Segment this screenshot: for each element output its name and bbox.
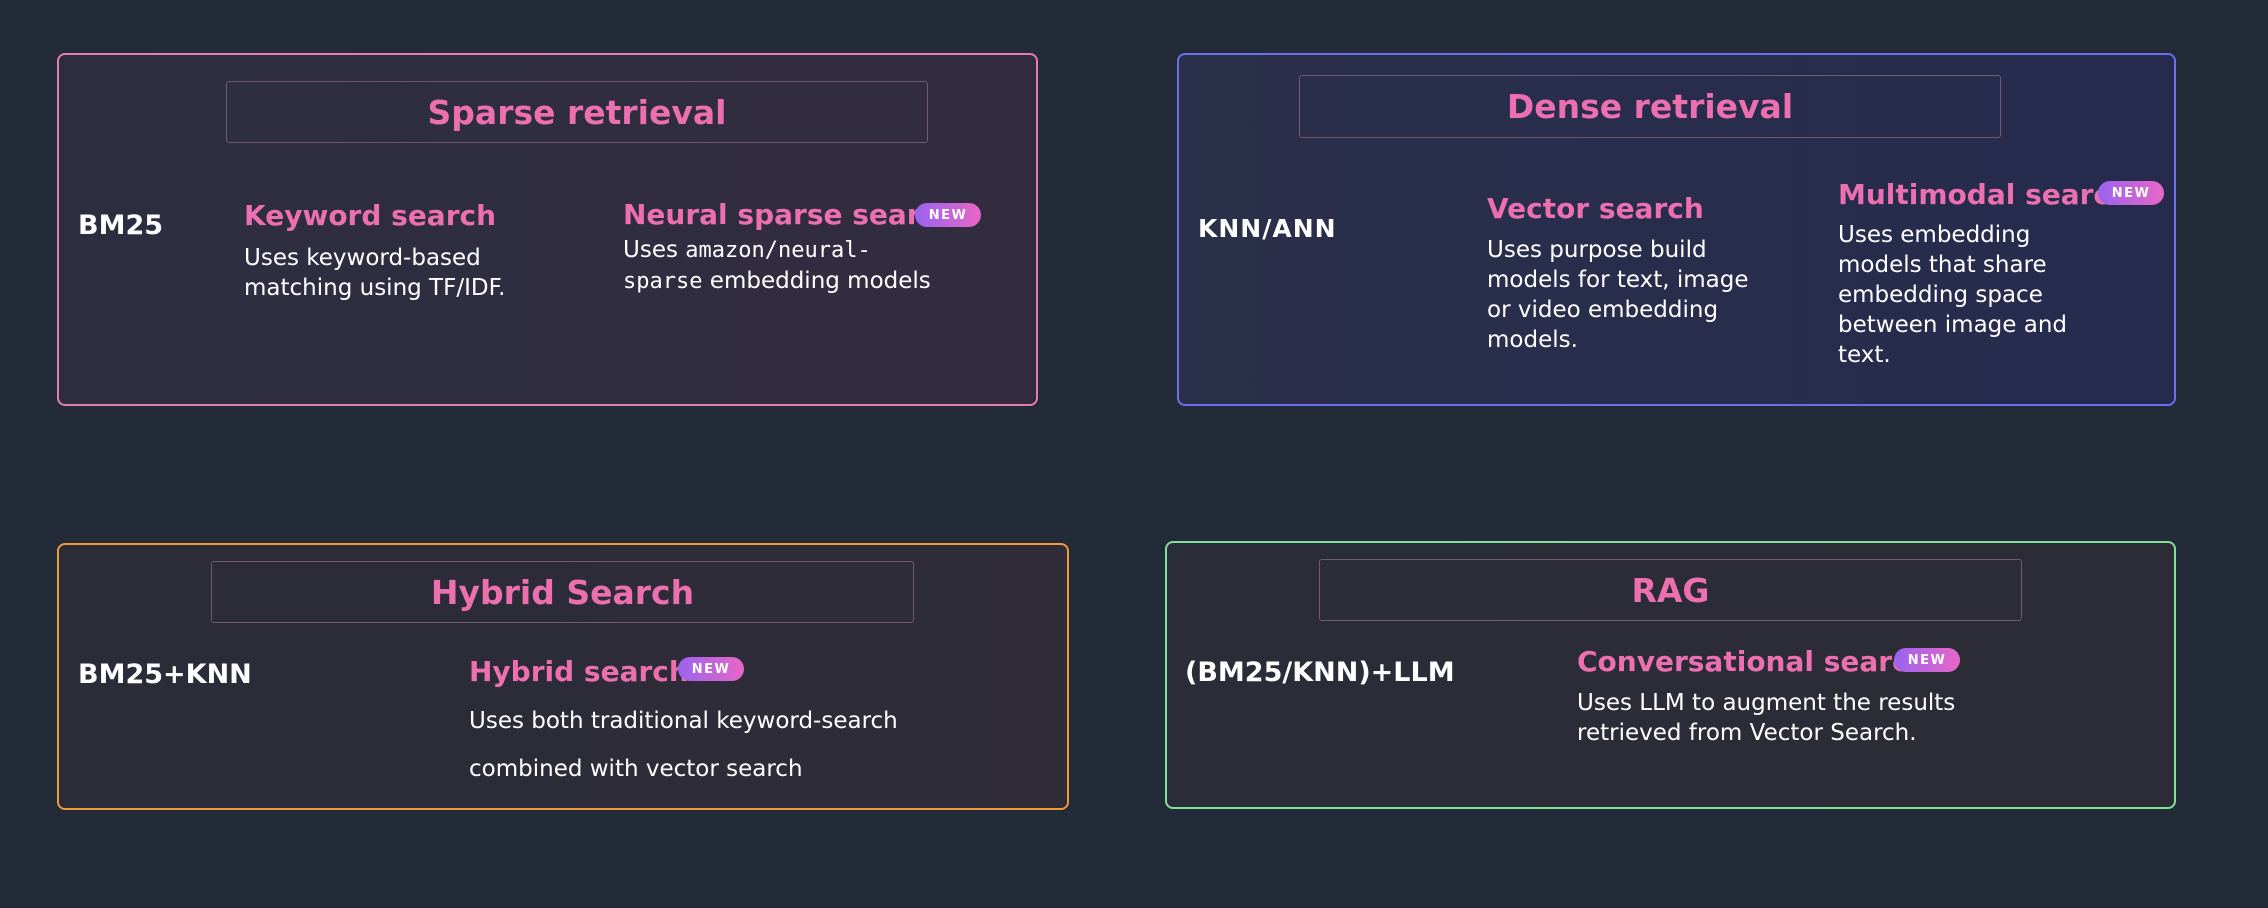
conversational-search-description: Uses LLM to augment the results retrieve… [1577,690,1956,746]
dense-algorithm-label: KNN/ANN [1198,214,1337,243]
new-badge: NEW [678,657,744,681]
new-badge: NEW [2098,181,2164,205]
conversational-search-title: Conversational search [1577,645,1929,678]
multimodal-search-title: Multimodal search [1838,178,2130,211]
hybrid-search-description: Uses both traditional keyword-search com… [469,708,898,782]
rag-algorithm-label: (BM25/KNN)+LLM [1185,657,1455,688]
keyword-search-title: Keyword search [244,199,497,232]
multimodal-search-description: Uses embedding models that share embeddi… [1838,222,2067,368]
dense-retrieval-title: Dense retrieval [1299,75,2001,138]
rag-panel [1165,541,2176,809]
dense-retrieval-panel [1177,53,2176,406]
rag-title: RAG [1319,559,2022,621]
new-badge: NEW [915,203,981,227]
sparse-retrieval-title: Sparse retrieval [226,81,928,143]
hybrid-algorithm-label: BM25+KNN [78,659,252,690]
neural-sparse-search-description: Uses amazon/neural-sparse embedding mode… [623,237,931,294]
hybrid-search-feature-title: Hybrid search [469,655,689,688]
vector-search-title: Vector search [1487,192,1704,225]
sparse-algorithm-label: BM25 [78,210,164,241]
keyword-search-description: Uses keyword-based matching using TF/IDF… [244,245,506,301]
new-badge: NEW [1894,648,1960,672]
hybrid-search-panel [57,543,1069,810]
vector-search-description: Uses purpose build models for text, imag… [1487,237,1749,353]
neural-sparse-search-title: Neural sparse search [623,198,958,231]
sparse-retrieval-panel [57,53,1038,406]
hybrid-search-title: Hybrid Search [211,561,914,623]
